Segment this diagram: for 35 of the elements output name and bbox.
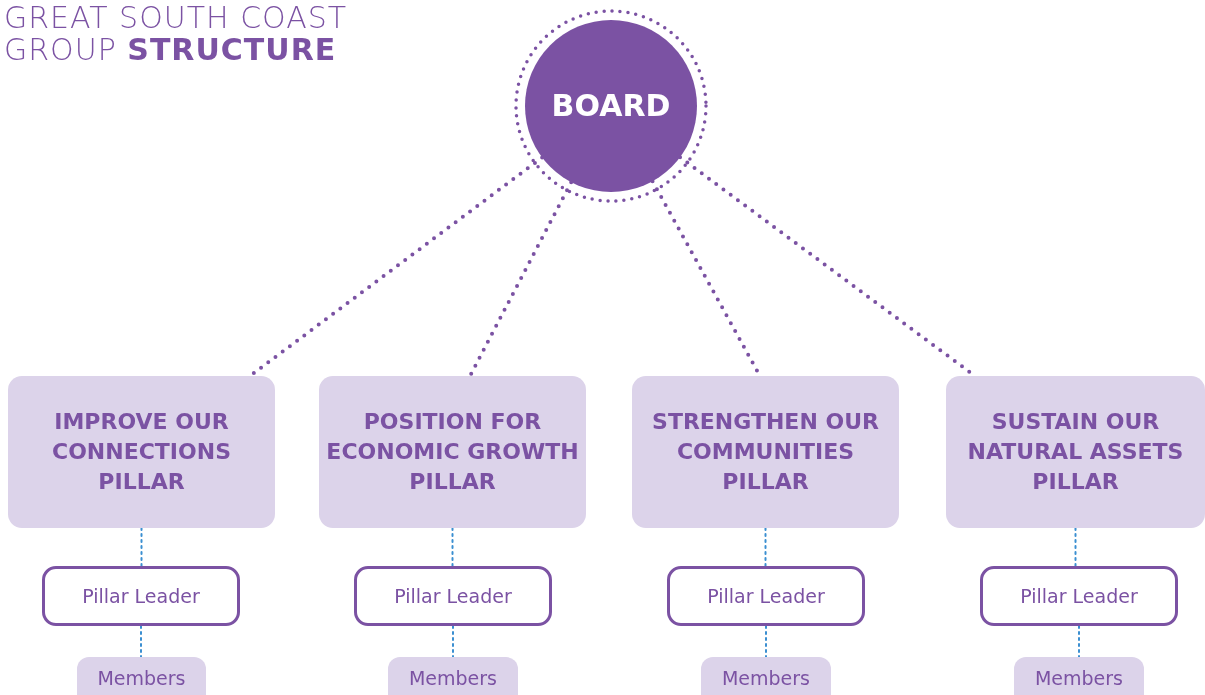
members-label: Members [1034, 666, 1124, 691]
leader-box [42, 566, 240, 626]
members-box [388, 657, 518, 695]
members-box [1014, 657, 1144, 695]
leader-label: Pillar Leader [1020, 584, 1138, 609]
members-label: Members [721, 666, 811, 691]
pillar-box [946, 376, 1205, 528]
dotted-connector [140, 527, 143, 567]
leader-label: Pillar Leader [82, 584, 200, 609]
leader-box [354, 566, 552, 626]
dotted-connector [764, 527, 767, 567]
leader-label: Pillar Leader [707, 584, 825, 609]
leader-label: Pillar Leader [394, 584, 512, 609]
pillar-title: IMPROVE OUR CONNECTIONS PILLAR [51, 408, 232, 496]
dotted-connector [765, 625, 767, 658]
members-box [77, 657, 206, 695]
dotted-connector [140, 625, 142, 658]
pillar-title: SUSTAIN OUR NATURAL ASSETS PILLAR [966, 408, 1185, 496]
leader-box [980, 566, 1178, 626]
pillar-title: POSITION FOR ECONOMIC GROWTH PILLAR [325, 408, 580, 496]
members-box [701, 657, 831, 695]
pillar-title: STRENGTHEN OUR COMMUNITIES PILLAR [651, 408, 880, 496]
members-label: Members [97, 666, 186, 691]
board-label: BOARD [551, 91, 671, 121]
members-label: Members [408, 666, 498, 691]
page-title: GREAT SOUTH COAST GROUP STRUCTURE [4, 2, 349, 66]
pillar-box [8, 376, 275, 528]
dotted-connector [468, 180, 574, 378]
dotted-connector [452, 625, 454, 658]
pillar-box [319, 376, 586, 528]
leader-box [667, 566, 865, 626]
pillar-box [632, 376, 899, 528]
dotted-connector [1074, 527, 1077, 567]
dotted-connector [1078, 625, 1080, 658]
dotted-connector [451, 527, 454, 567]
